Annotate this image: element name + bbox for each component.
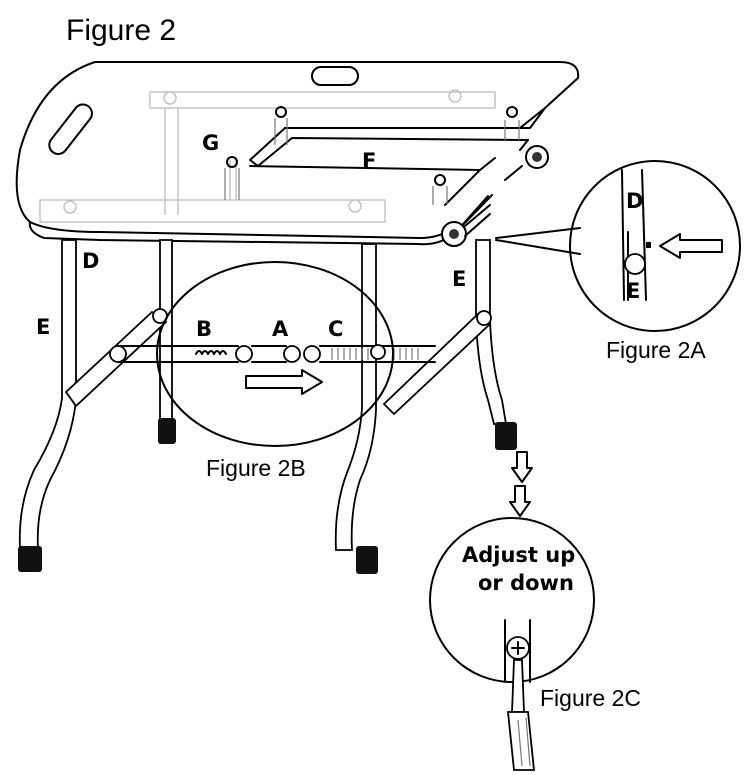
legs	[18, 239, 517, 574]
table-top	[15, 61, 580, 246]
caption-figure-2c: Figure 2C	[540, 685, 641, 711]
figure-2c-detail	[429, 451, 595, 771]
locking-knobs	[441, 145, 549, 247]
label-d-left: D	[82, 249, 99, 273]
figure-title: Figure 2	[66, 14, 176, 47]
lock-pin-arrow	[659, 233, 723, 259]
label-a: A	[272, 317, 289, 341]
caption-figure-2a: Figure 2A	[606, 337, 706, 363]
screwdriver-handle	[507, 711, 535, 771]
label-e-detail: E	[626, 279, 640, 303]
label-g: G	[202, 131, 219, 155]
down-arrow	[511, 451, 533, 483]
side-handle-slot	[48, 103, 93, 155]
figure-2a-detail	[495, 160, 741, 332]
slide-direction-arrow	[245, 369, 323, 395]
label-c: C	[328, 317, 343, 341]
label-e-right: E	[452, 267, 466, 291]
caption-figure-2b: Figure 2B	[206, 455, 306, 481]
label-d-detail: D	[626, 189, 643, 213]
label-b: B	[196, 317, 212, 341]
slide-tray-f	[224, 106, 546, 206]
figure-2b-detail	[156, 261, 394, 447]
callout-line-2: or down	[478, 571, 574, 595]
label-f: F	[362, 149, 376, 173]
underside-frame	[39, 89, 496, 223]
callout-line-1: Adjust up	[462, 543, 575, 567]
cross-braces	[64, 308, 492, 416]
label-e-left: E	[36, 315, 50, 339]
carry-handle-slot	[311, 66, 359, 86]
